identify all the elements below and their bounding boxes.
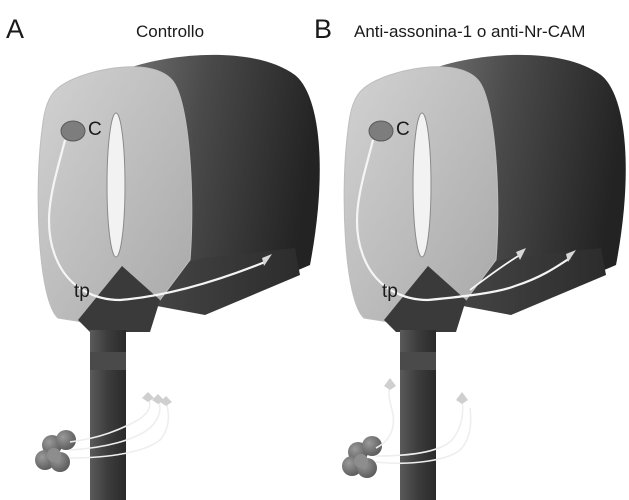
cord-segment-band-a <box>90 352 126 370</box>
commissural-cell-body <box>61 121 85 141</box>
growth-cones-a <box>142 392 172 406</box>
plate-label-b: tp <box>382 281 398 302</box>
drg-cluster-a <box>35 430 76 472</box>
panel-a-letter: A <box>6 14 24 44</box>
panel-b: B Anti-assonina-1 o anti-Nr-CAM C tp <box>314 14 626 500</box>
commissural-cell-body <box>369 121 393 141</box>
panel-a-title: Controllo <box>136 22 204 41</box>
central-canal <box>413 113 431 257</box>
cell-label-b: C <box>396 119 410 140</box>
panel-b-letter: B <box>314 14 332 44</box>
panel-a: A Controllo C tp <box>6 14 320 500</box>
panel-b-title: Anti-assonina-1 o anti-Nr-CAM <box>354 22 585 41</box>
drg-cluster-b <box>342 436 382 478</box>
cord-segment-band-b <box>400 352 436 370</box>
central-canal <box>107 113 125 257</box>
cell-label-a: C <box>88 119 102 140</box>
plate-label-a: tp <box>74 281 90 302</box>
